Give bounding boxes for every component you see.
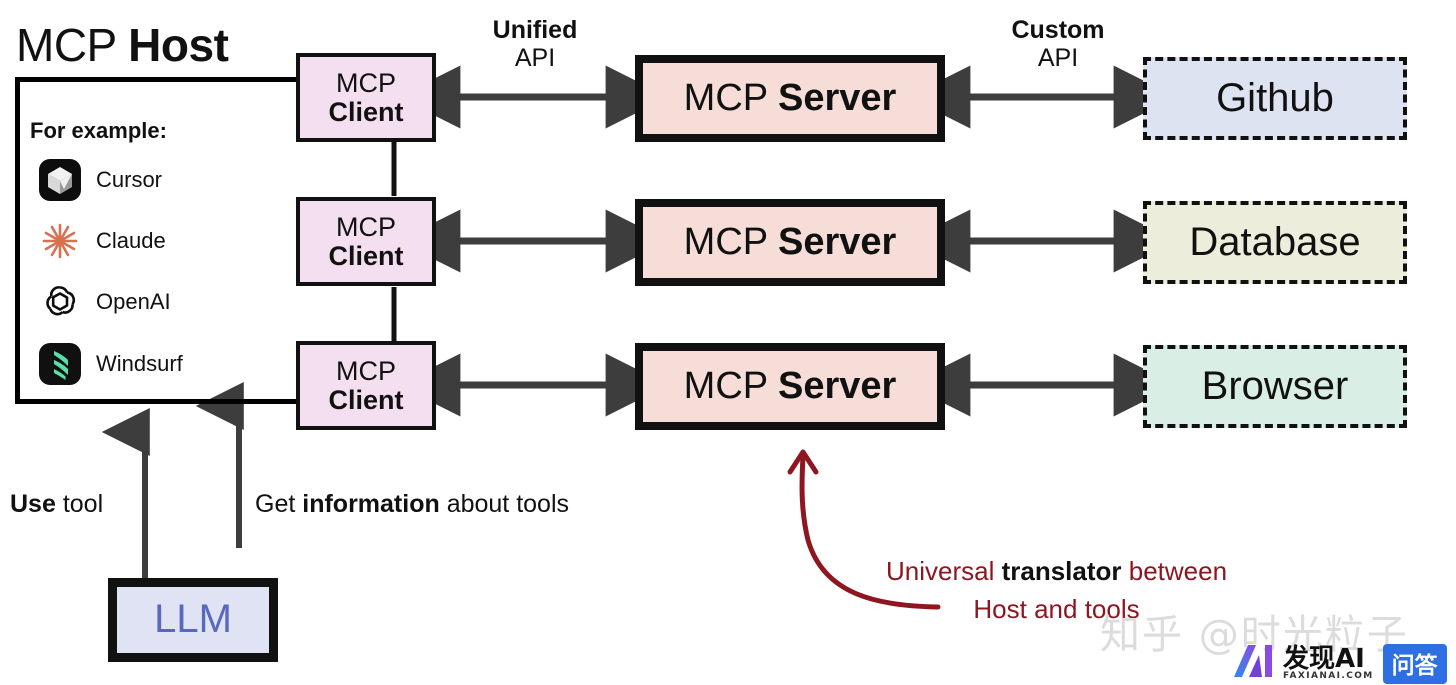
server-line2: Server	[778, 364, 897, 407]
openai-icon	[38, 280, 82, 324]
unified-api-caption: Unified API	[455, 16, 615, 72]
unified-api-bold: Unified	[492, 16, 578, 44]
tool-box-database[interactable]: Database	[1143, 201, 1407, 284]
example-item-windsurf: Windsurf	[38, 342, 183, 386]
brand-text-block: 发现AI FAXIANAI.COM	[1283, 646, 1374, 681]
custom-api-caption: Custom API	[978, 16, 1138, 72]
annotation-text: Universal translator between Host and to…	[886, 553, 1227, 628]
unified-api-plain: API	[514, 44, 556, 72]
mcp-server-box-1[interactable]: MCP Server	[635, 55, 945, 142]
annotation-line-2: Host and tools	[973, 593, 1140, 624]
get-info-pre: Get	[255, 490, 303, 518]
server-line1: MCP	[683, 76, 778, 119]
server-line1: MCP	[683, 364, 778, 407]
client-line2: Client	[328, 240, 404, 271]
example-label: Claude	[96, 228, 166, 253]
windsurf-icon	[38, 342, 82, 386]
for-example-label: For example:	[30, 118, 167, 143]
annotation-line-1: Universal translator between	[886, 553, 1227, 591]
server-line2: Server	[778, 76, 897, 119]
tool-box-browser[interactable]: Browser	[1143, 345, 1407, 428]
annotation-bold: translator	[1001, 556, 1122, 586]
annotation-pre: Universal	[886, 556, 1002, 586]
brand-badge: 问答	[1382, 643, 1447, 684]
example-item-cursor: Cursor	[38, 158, 162, 202]
cursor-icon	[38, 158, 82, 202]
custom-api-plain: API	[1037, 44, 1079, 72]
server-line1: MCP	[683, 220, 778, 263]
example-label: Windsurf	[96, 351, 183, 376]
get-information-label: Get information about tools	[255, 490, 569, 519]
client-line2: Client	[328, 96, 404, 127]
example-label: Cursor	[96, 167, 163, 192]
claude-icon	[38, 219, 82, 263]
client-line2: Client	[328, 384, 404, 415]
example-item-openai: OpenAI	[38, 280, 171, 324]
client-line1: MCP	[335, 68, 396, 99]
custom-api-bold: Custom	[1011, 16, 1105, 44]
client-line1: MCP	[335, 212, 396, 243]
mcp-server-box-3[interactable]: MCP Server	[635, 343, 945, 430]
brand-logo: 发现AI FAXIANAI.COM 问答	[1232, 643, 1447, 684]
client-line1: MCP	[335, 356, 396, 387]
server-line2: Server	[778, 220, 897, 263]
get-info-post: about tools	[439, 490, 570, 518]
use-tool-plain: tool	[55, 490, 104, 518]
mcp-client-box-1[interactable]: MCP Client	[296, 53, 436, 142]
mcp-host-title: MCP Host	[16, 19, 229, 71]
mcp-client-box-2[interactable]: MCP Client	[296, 197, 436, 286]
brand-ai-mark	[1232, 643, 1274, 684]
host-connector-bottom	[275, 399, 297, 404]
mcp-server-box-2[interactable]: MCP Server	[635, 199, 945, 286]
example-label: OpenAI	[96, 289, 171, 314]
brand-url: FAXIANAI.COM	[1283, 671, 1374, 681]
tool-box-github[interactable]: Github	[1143, 57, 1407, 140]
use-tool-bold: Use	[10, 490, 56, 518]
use-tool-label: Use tool	[10, 490, 103, 519]
annotation-post: between	[1121, 556, 1228, 586]
get-info-bold: information	[302, 490, 440, 518]
llm-box[interactable]: LLM	[108, 578, 278, 662]
example-item-claude: Claude	[38, 219, 166, 263]
mcp-host-frame	[15, 77, 280, 404]
mcp-client-box-3[interactable]: MCP Client	[296, 341, 436, 430]
host-connector-top	[275, 77, 297, 82]
brand-name: 发现AI	[1283, 644, 1365, 674]
